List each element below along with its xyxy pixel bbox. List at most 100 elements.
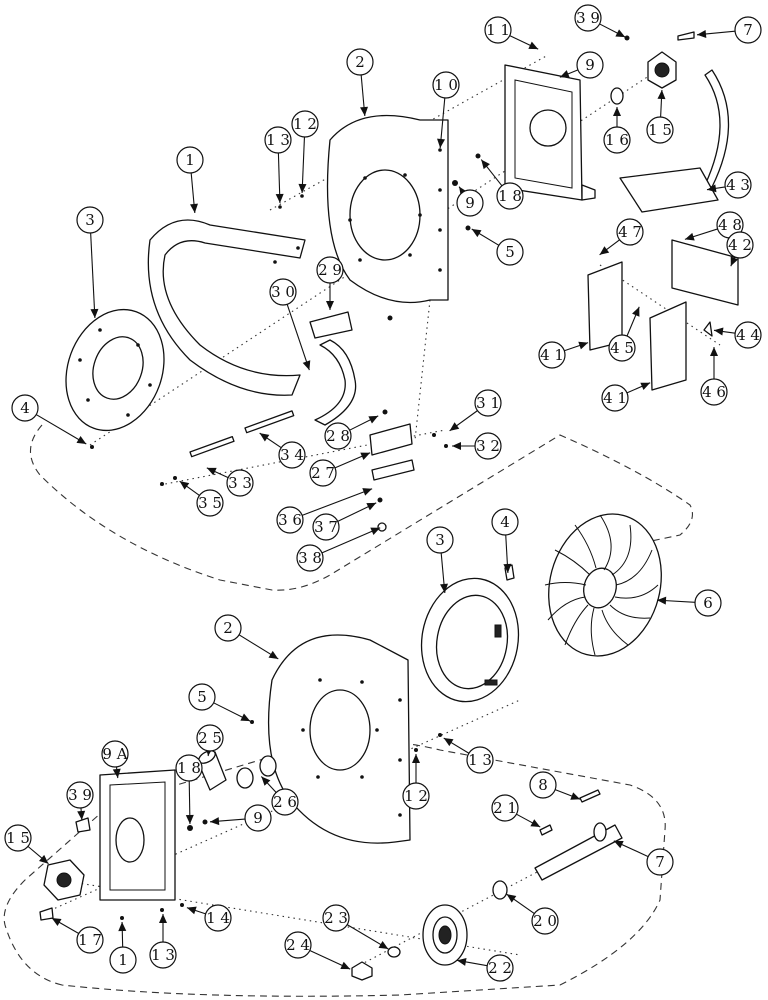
callout-label: 4 6: [702, 383, 726, 401]
callout-bubble-c-bot-4: 4: [491, 508, 519, 536]
callout-circle: [296, 544, 324, 572]
arrowhead-c-top-41: [578, 341, 589, 350]
callout-label: 2 0: [533, 912, 557, 930]
callout-label: 1 3: [468, 751, 492, 769]
arrowhead-c-bot-39: [77, 810, 86, 821]
arrowhead-c-bot-4: [503, 563, 512, 574]
callout-bubble-c-top-41b: 4 1: [601, 384, 629, 412]
callout-label: 1 0: [434, 76, 458, 94]
callout-circle: [264, 126, 292, 154]
callout-circle: [278, 441, 306, 469]
arrowhead-c-bot-1: [118, 921, 127, 932]
callout-label: 4: [20, 399, 30, 417]
curved-strip: [704, 69, 730, 188]
callout-circle: [616, 218, 644, 246]
callout-circle: [196, 724, 224, 752]
callout-bubble-c-bot-13: 1 3: [466, 746, 494, 774]
callout-label: 3 8: [298, 549, 322, 567]
callout-bubble-c-top-29: 2 9: [316, 256, 344, 284]
arrowhead-c-top-41b: [640, 382, 651, 391]
callout-label: 4 4: [736, 326, 760, 344]
arrowhead-c-top-46: [710, 347, 718, 356]
callout-circle: [724, 171, 752, 199]
callout-circle: [312, 513, 340, 541]
callout-circle: [529, 771, 557, 799]
callout-bubble-c-top-3: 3: [76, 206, 104, 234]
callout-label: 7: [743, 21, 753, 39]
callout-circle: [76, 206, 104, 234]
arrowhead-c-top-2: [360, 106, 369, 117]
callout-label: 2 1: [493, 799, 517, 817]
arrowhead-c-top-32: [452, 442, 461, 450]
arrowhead-c-top-5: [471, 229, 482, 238]
callout-bubble-c-bot-23: 2 3: [322, 904, 350, 932]
callout-circle: [11, 394, 39, 422]
callout-bubble-c-top-46: 4 6: [700, 378, 728, 406]
callout-circle: [402, 782, 430, 810]
callout-bubble-c-top-18: 1 8: [496, 182, 524, 210]
callout-circle: [734, 321, 762, 349]
callout-bubble-c-bot-13b: 1 3: [149, 941, 177, 969]
callout-label: 1 2: [293, 115, 317, 133]
leader-c-top-4: [35, 414, 87, 445]
callout-bubble-c-top-36: 3 6: [276, 506, 304, 534]
arrowhead-c-top-7: [696, 29, 707, 38]
arrowhead-c-bot-15: [39, 854, 49, 864]
callout-label: 4 3: [726, 176, 750, 194]
leader-c-top-12: [301, 136, 306, 194]
callout-label: 1 5: [648, 121, 672, 139]
callout-label: 3 5: [198, 494, 222, 512]
callout-label: 4 1: [540, 346, 564, 364]
callout-label: 7: [655, 853, 665, 871]
callout-label: 3 4: [280, 446, 304, 464]
callout-label: 1: [185, 151, 195, 169]
callout-circle: [284, 931, 312, 959]
inlet-ring-plate: [65, 308, 165, 432]
callout-circle: [316, 256, 344, 284]
arrowhead-c-top-42: [730, 256, 739, 267]
callout-label: 3 9: [576, 9, 600, 27]
callout-label: 1 2: [404, 787, 428, 805]
callout-label: 3 0: [271, 283, 295, 301]
callout-circle: [466, 746, 494, 774]
callout-circle: [491, 508, 519, 536]
callout-label: 2 6: [273, 793, 297, 811]
callout-bubble-c-top-35: 3 5: [196, 489, 224, 517]
callout-bubble-c-top-41: 4 1: [538, 341, 566, 369]
callout-label: 3 2: [476, 437, 500, 455]
callout-bubble-c-bot-26: 2 6: [271, 788, 299, 816]
callout-bubble-c-bot-8: 8: [529, 771, 557, 799]
callout-label: 1 7: [78, 931, 102, 949]
arrowhead-c-top-12: [298, 183, 307, 194]
callout-bubble-c-top-9b: 9: [456, 189, 484, 217]
callout-bubble-c-top-34: 3 4: [278, 441, 306, 469]
callout-circle: [474, 389, 502, 417]
callout-bubble-c-bot-25: 2 5: [196, 724, 224, 752]
arrowhead-c-top-33: [206, 467, 217, 476]
arrowhead-c-top-27: [360, 452, 371, 461]
callout-bubble-c-bot-22: 2 2: [486, 954, 514, 982]
callout-label: 2 5: [198, 729, 222, 747]
side-panel-axis: [599, 264, 721, 346]
callout-bubble-c-top-2: 2: [346, 48, 374, 76]
callout-circle: [309, 459, 337, 487]
drive-pulley: [351, 904, 468, 981]
callout-circle: [726, 231, 754, 259]
arrowhead-c-bot-21: [530, 819, 541, 828]
callout-label: 5: [505, 243, 515, 261]
arrowhead-c-top-15: [657, 89, 666, 100]
callout-label: 5: [197, 688, 207, 706]
arrowhead-c-top-38: [370, 527, 381, 536]
callout-bubble-c-top-45: 4 5: [608, 334, 636, 362]
callout-label: 3: [435, 531, 445, 549]
callout-circle: [109, 946, 137, 974]
arrowhead-c-bot-8: [570, 792, 581, 800]
callout-circle: [271, 788, 299, 816]
callout-bubble-c-top-9: 9: [576, 51, 604, 79]
callout-bubble-c-bot-24: 2 4: [284, 931, 312, 959]
callout-bubble-c-top-5: 5: [496, 238, 524, 266]
callout-bubble-c-top-7: 7: [734, 16, 762, 44]
callout-label: 3 3: [228, 474, 252, 492]
lower-housing-plate: [267, 634, 411, 844]
callout-circle: [574, 4, 602, 32]
